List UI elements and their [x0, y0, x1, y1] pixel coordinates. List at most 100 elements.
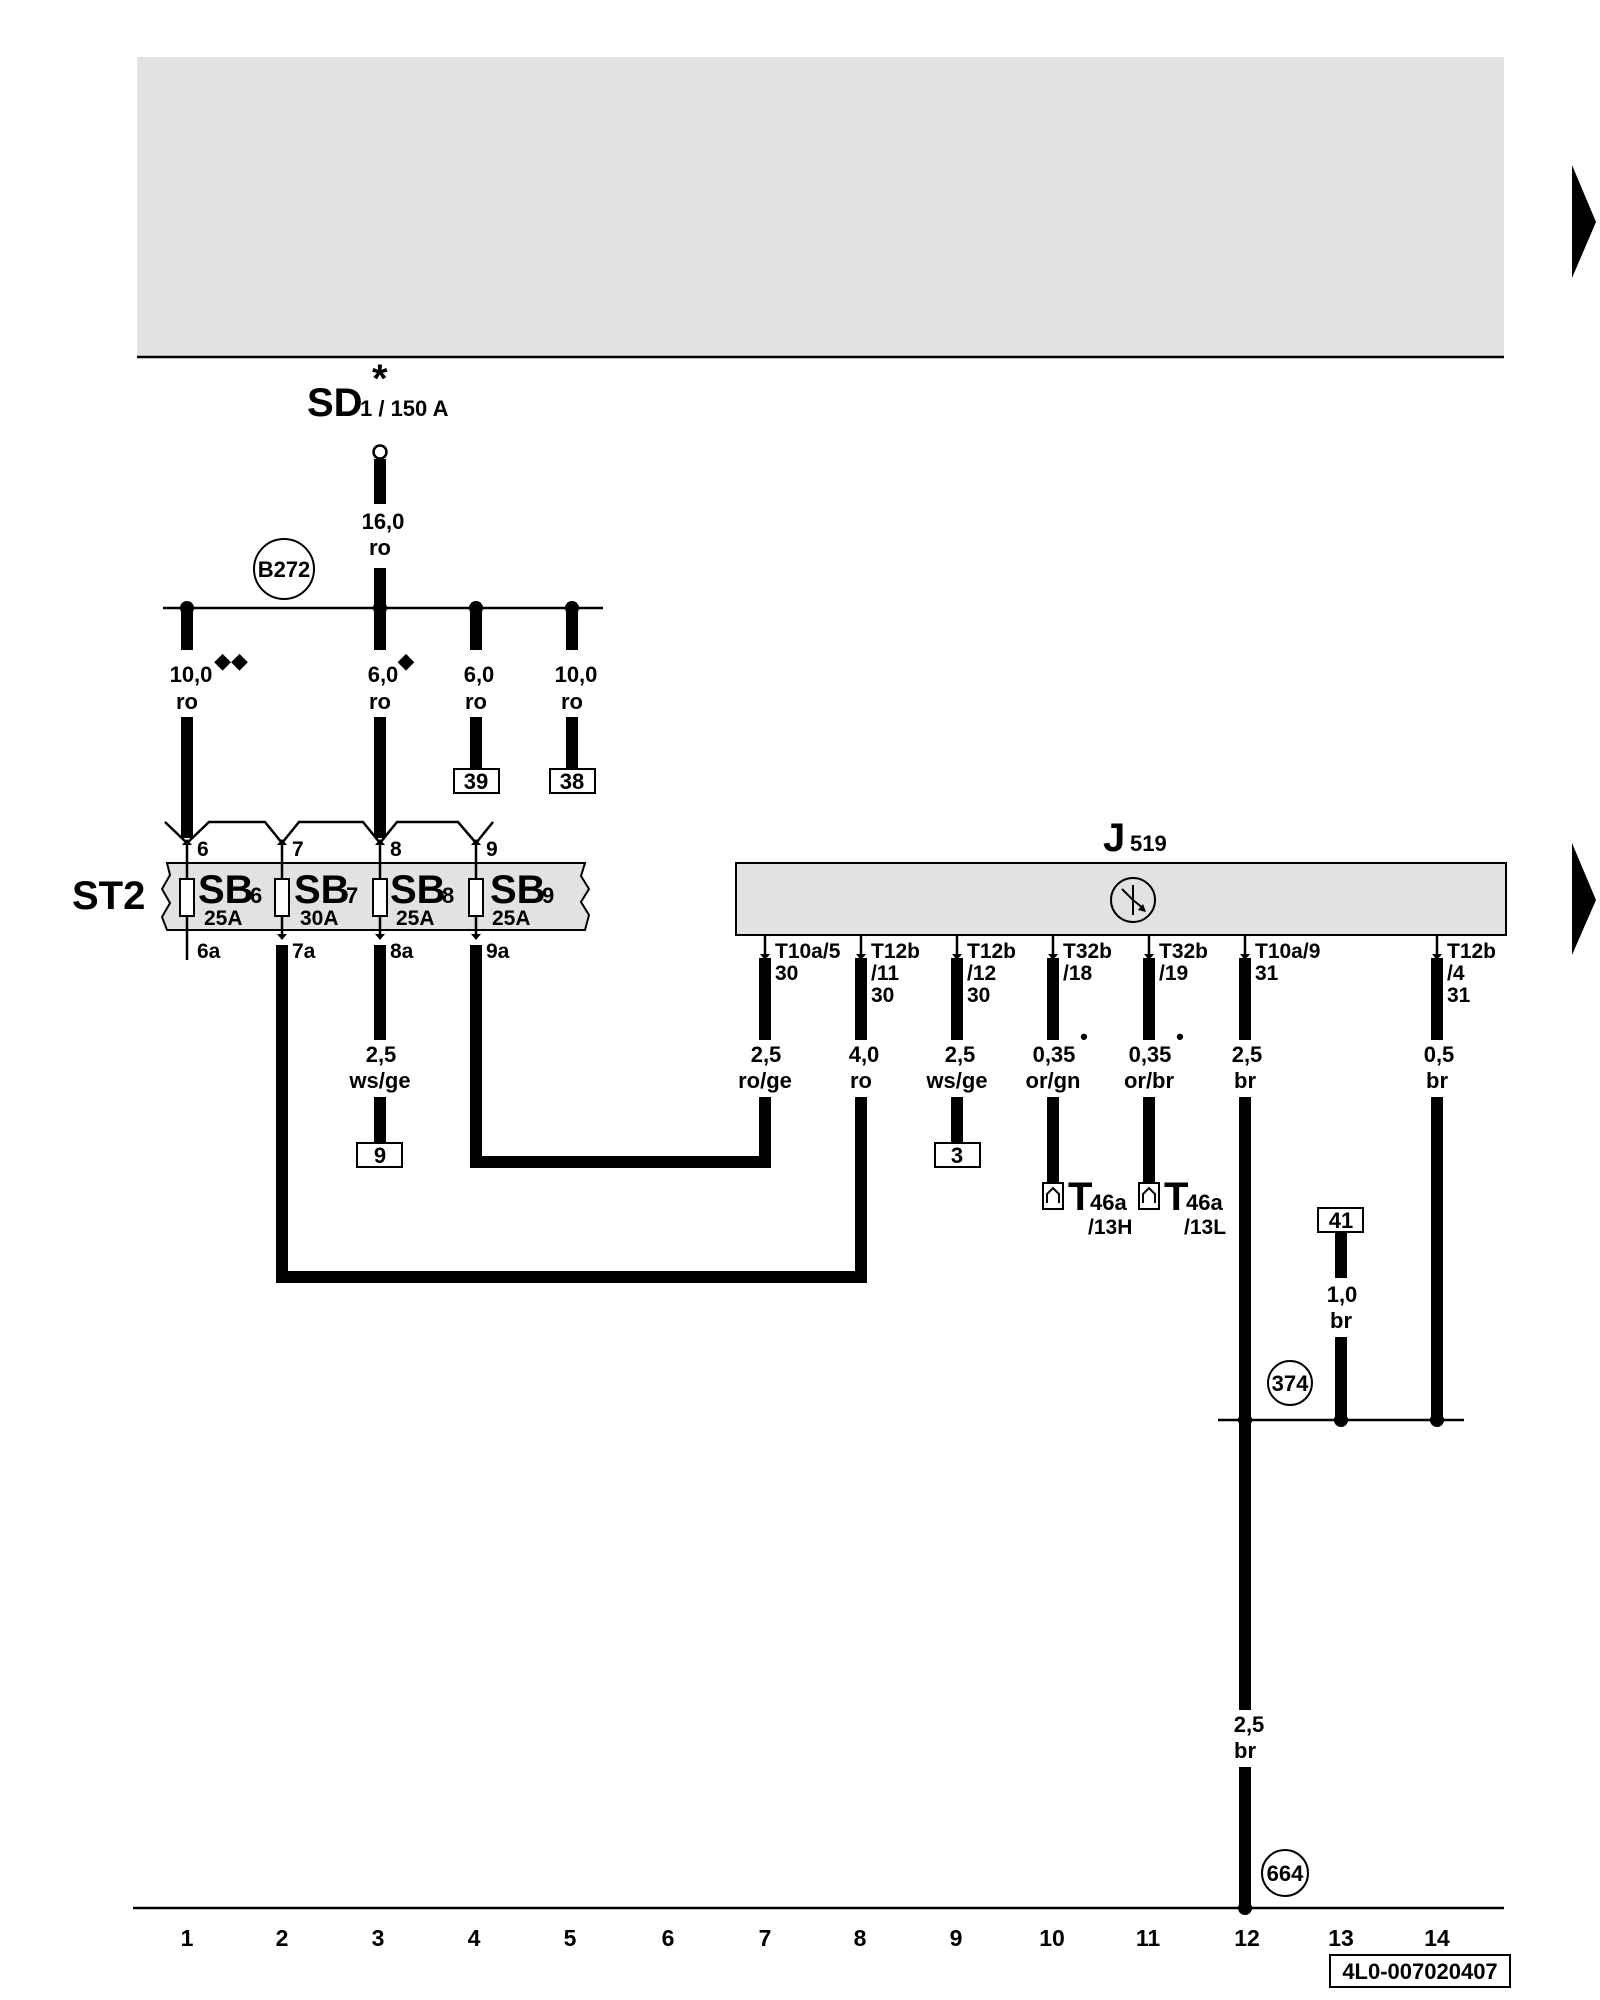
svg-text:2,5: 2,5 — [945, 1042, 976, 1067]
svg-text:SB: SB — [294, 868, 350, 912]
svg-text:9: 9 — [486, 838, 498, 861]
svg-text:T12b: T12b — [1447, 940, 1496, 963]
svg-text:or/br: or/br — [1124, 1068, 1175, 1093]
column-number: 11 — [1136, 1925, 1161, 1951]
svg-text:ro: ro — [176, 689, 198, 714]
svg-text:ro/ge: ro/ge — [738, 1068, 792, 1093]
svg-text:T10a/5: T10a/5 — [775, 940, 841, 963]
next-page-arrow-bottom-icon[interactable] — [1572, 843, 1596, 955]
fuse-sb9: 9 SB 9 25A 9a — [468, 838, 554, 963]
svg-text:31: 31 — [1255, 962, 1279, 985]
ref-box-9 — [356, 1142, 403, 1168]
header-band — [137, 57, 1504, 357]
svg-text:SB: SB — [198, 868, 254, 912]
feed-wire-1: 10,0 ◆◆ ro — [170, 608, 248, 838]
svg-text:41: 41 — [1329, 1208, 1353, 1233]
svg-text:38: 38 — [560, 769, 584, 794]
svg-text:8: 8 — [442, 883, 454, 908]
svg-text:T10a/9: T10a/9 — [1255, 940, 1320, 963]
svg-text:/13L: /13L — [1184, 1216, 1226, 1239]
svg-text:9a: 9a — [486, 940, 510, 963]
svg-text:T12b: T12b — [871, 940, 920, 963]
svg-text:9: 9 — [374, 1143, 386, 1168]
svg-text:/13H: /13H — [1088, 1216, 1132, 1239]
column-number: 14 — [1424, 1925, 1450, 1951]
svg-text:ro: ro — [561, 689, 583, 714]
ground-wire: 2,5 br 664 — [1234, 1420, 1309, 1915]
busbar-label-circle — [253, 538, 315, 600]
column-number: 4 — [468, 1925, 481, 1951]
column-numbers: 1 2 3 4 5 6 7 8 9 10 11 12 13 14 — [181, 1925, 1450, 1951]
svg-text:ro: ro — [850, 1068, 872, 1093]
svg-text:SB: SB — [490, 868, 546, 912]
svg-text:0,35: 0,35 — [1033, 1042, 1076, 1067]
column-number: 13 — [1328, 1925, 1354, 1951]
pin-t12b-12: T12b /12 30 2,5 ws/ge 3 — [925, 935, 1016, 1168]
diagram-code: 4L0-007020407 — [1342, 1959, 1497, 1984]
ref-box-38 — [549, 768, 596, 794]
svg-text:/11: /11 — [871, 962, 899, 985]
svg-text:6: 6 — [197, 838, 209, 861]
svg-text:7: 7 — [346, 883, 358, 908]
ref-box-3 — [934, 1142, 981, 1168]
svg-text:7a: 7a — [292, 940, 316, 963]
column-number: 12 — [1234, 1925, 1260, 1951]
diamond-marks: ◆◆ — [214, 648, 248, 673]
wire-8a: 2,5 ws/ge 9 — [348, 945, 411, 1168]
pin-t12b-11: T12b /11 30 4,0 ro — [849, 935, 920, 1093]
svg-text:30: 30 — [871, 984, 894, 1007]
column-number: 9 — [950, 1925, 963, 1951]
svg-text:39: 39 — [464, 769, 488, 794]
column-number: 2 — [276, 1925, 289, 1951]
ref-box-39 — [453, 768, 500, 794]
svg-text:T: T — [1164, 1175, 1188, 1219]
ground-point-664-circle — [1261, 1849, 1309, 1897]
wire-ref-41: 41 1,0 br — [1317, 1207, 1364, 1420]
svg-text:2,5: 2,5 — [1232, 1042, 1263, 1067]
next-page-arrow-top-icon[interactable] — [1572, 165, 1596, 278]
svg-text:374: 374 — [1272, 1371, 1309, 1396]
processor-symbol-icon — [1110, 877, 1156, 923]
marker-dot: • — [1176, 1024, 1184, 1049]
svg-text:br: br — [1426, 1068, 1448, 1093]
svg-text:0,35: 0,35 — [1129, 1042, 1172, 1067]
svg-text:br: br — [1234, 1068, 1256, 1093]
feed-wire-4: 6,0 ro 39 — [453, 608, 500, 794]
pin-t32b-18: T32b /18 0,35 • or/gn T 46a /13H — [1026, 935, 1132, 1239]
pin-t32b-19: T32b /19 0,35 • or/br T 46a /13L — [1124, 935, 1226, 1239]
svg-text:10,0: 10,0 — [170, 662, 213, 687]
svg-text:T12b: T12b — [967, 940, 1016, 963]
marker-dot: • — [1080, 1024, 1088, 1049]
svg-text:ro: ro — [465, 689, 487, 714]
svg-text:6,0: 6,0 — [464, 662, 495, 687]
svg-text:/19: /19 — [1159, 962, 1188, 985]
svg-text:T32b: T32b — [1159, 940, 1208, 963]
supply-wire-color: ro — [369, 535, 391, 560]
fuse-sb6: 6 SB 6 25A 6a — [179, 838, 262, 963]
svg-text:8a: 8a — [390, 940, 414, 963]
supply-name: SD — [307, 381, 363, 425]
svg-text:2,5: 2,5 — [366, 1042, 397, 1067]
svg-text:3: 3 — [951, 1143, 963, 1168]
svg-text:46a: 46a — [1090, 1190, 1127, 1215]
svg-text:1,0: 1,0 — [1327, 1282, 1358, 1307]
svg-text:/18: /18 — [1063, 962, 1093, 985]
column-number: 1 — [181, 1925, 194, 1951]
svg-text:ws/ge: ws/ge — [925, 1068, 987, 1093]
supply-wire-size: 16,0 — [362, 509, 405, 534]
svg-text:25A: 25A — [204, 907, 243, 930]
svg-text:ro: ro — [369, 689, 391, 714]
svg-text:9: 9 — [542, 883, 554, 908]
column-number: 7 — [759, 1925, 772, 1951]
svg-text:/4: /4 — [1447, 962, 1465, 985]
fuse-block-name: ST2 — [72, 874, 145, 918]
svg-text:br: br — [1330, 1308, 1352, 1333]
svg-text:10,0: 10,0 — [555, 662, 598, 687]
ref-box-41 — [1317, 1207, 1364, 1233]
svg-text:46a: 46a — [1186, 1190, 1223, 1215]
fuse-sb7: 7 SB 7 30A 7a — [274, 838, 358, 963]
svg-text:T: T — [1068, 1175, 1092, 1219]
wire-9a-to-t10a-5 — [470, 945, 771, 1168]
column-number: 5 — [564, 1925, 577, 1951]
